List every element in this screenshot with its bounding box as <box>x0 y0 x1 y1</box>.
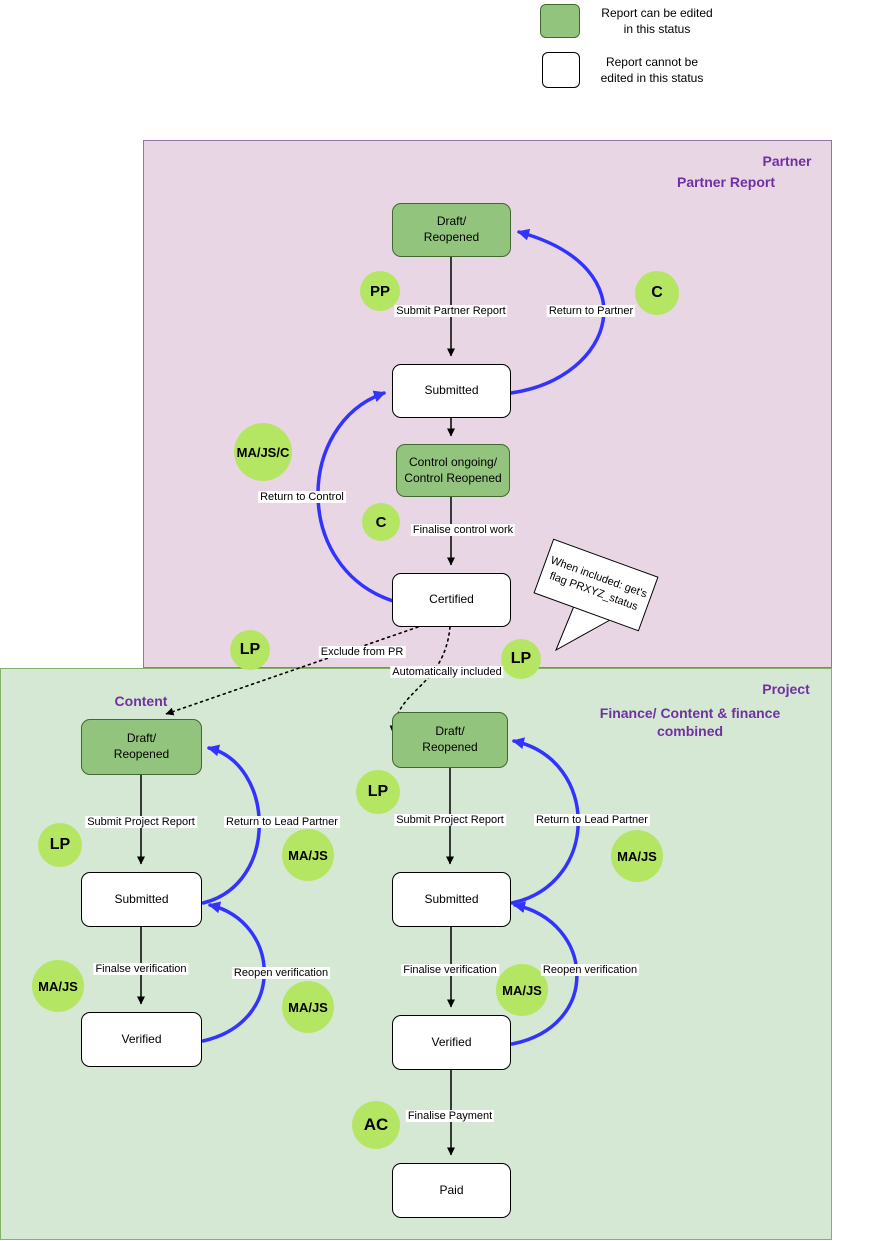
actor-ma-js-c-badge: MA/JS/C <box>234 423 292 481</box>
node-control-ongoing: Control ongoing/ Control Reopened <box>396 444 510 497</box>
node-label: Paid <box>439 1182 464 1197</box>
node-label: Draft/ Reopened <box>113 731 170 761</box>
node-label: Submitted <box>424 383 479 398</box>
actor-c-finalise-badge: C <box>362 503 400 541</box>
node-content-draft-reopened: Draft/ Reopened <box>81 719 202 775</box>
actor-label: LP <box>367 783 389 800</box>
edge-label-reopen-verification-content: Reopen verification <box>231 967 331 979</box>
legend-noneditable-label: Report cannot be edited in this status <box>600 54 704 85</box>
partner-region-title: Partner <box>762 152 812 169</box>
node-label: Submitted <box>114 891 169 906</box>
edge-label-finalise-payment: Finalise Payment <box>405 1110 495 1122</box>
node-content-verified: Verified <box>81 1012 202 1067</box>
edge-label-finalise-verification-content: Finalse verification <box>93 963 189 975</box>
node-label: Verified <box>431 1034 472 1049</box>
node-finance-submitted: Submitted <box>392 872 511 927</box>
actor-label: LP <box>510 650 532 667</box>
content-column-title: Content <box>114 692 168 709</box>
edge-label-submit-project-report-finance: Submit Project Report <box>394 814 506 826</box>
edge-label-return-to-partner: Return to Partner <box>546 305 636 317</box>
actor-label: MA/JS <box>288 999 328 1015</box>
project-region-title: Project <box>762 680 810 697</box>
node-label: Draft/ Reopened <box>423 214 480 244</box>
actor-ma-js-content-finalise-badge: MA/JS <box>32 960 84 1012</box>
project-region-subtitle: Finance/ Content & finance combined <box>599 704 781 739</box>
actor-ma-js-finance-return-badge: MA/JS <box>611 830 663 882</box>
edge-label-finalise-verification-finance: Finalise verification <box>401 964 499 976</box>
node-finance-draft-reopened: Draft/ Reopened <box>392 712 508 768</box>
actor-label: MA/JS <box>288 847 328 863</box>
actor-label: C <box>651 284 663 301</box>
edge-label-finalise-control-work: Finalise control work <box>410 524 516 536</box>
node-label: Submitted <box>424 891 479 906</box>
node-partner-draft-reopened: Draft/ Reopened <box>392 203 511 257</box>
actor-label: MA/JS <box>38 978 78 994</box>
edge-label-automatically-included: Automatically included <box>390 666 504 678</box>
actor-label: C <box>375 513 387 531</box>
actor-lp-included-badge: LP <box>501 639 541 679</box>
node-paid: Paid <box>392 1163 511 1218</box>
actor-label: MA/JS <box>617 848 657 864</box>
actor-label: MA/JS <box>502 982 542 998</box>
actor-ma-js-content-reopen-badge: MA/JS <box>282 981 334 1033</box>
edge-label-return-to-control: Return to Control <box>258 491 346 503</box>
node-finance-verified: Verified <box>392 1015 511 1070</box>
edge-label-return-to-lead-partner-finance: Return to Lead Partner <box>534 814 650 826</box>
edge-label-return-to-lead-partner-content: Return to Lead Partner <box>224 816 340 828</box>
actor-label: LP <box>49 836 71 853</box>
node-content-submitted: Submitted <box>81 872 202 927</box>
edge-label-reopen-verification-finance: Reopen verification <box>540 964 640 976</box>
edge-label-submit-project-report-content: Submit Project Report <box>85 816 197 828</box>
actor-lp-finance-badge: LP <box>356 770 400 814</box>
actor-label: AC <box>363 1115 389 1134</box>
edge-label-exclude-from-pr: Exclude from PR <box>318 646 406 658</box>
actor-label: MA/JS/C <box>236 444 290 460</box>
node-label: Draft/ Reopened <box>422 724 478 754</box>
actor-lp-content-badge: LP <box>38 823 82 867</box>
actor-c-return-badge: C <box>635 271 679 315</box>
actor-ac-badge: AC <box>352 1101 400 1149</box>
node-label: Control ongoing/ Control Reopened <box>404 454 502 485</box>
actor-pp-badge: PP <box>360 271 400 311</box>
node-partner-submitted: Submitted <box>392 364 511 418</box>
partner-region-subtitle: Partner Report <box>676 173 776 190</box>
node-label: Certified <box>429 592 474 607</box>
actor-lp-exclude-badge: LP <box>230 630 270 670</box>
actor-ma-js-content-return-badge: MA/JS <box>282 829 334 881</box>
legend-editable-swatch <box>540 4 580 38</box>
node-certified: Certified <box>392 573 511 627</box>
actor-label: LP <box>239 641 261 658</box>
legend-noneditable-swatch <box>542 52 580 88</box>
node-label: Verified <box>121 1031 162 1046</box>
legend-editable-label: Report can be edited in this status <box>601 5 713 36</box>
edge-label-submit-partner-report: Submit Partner Report <box>394 305 508 317</box>
actor-label: PP <box>369 282 390 300</box>
